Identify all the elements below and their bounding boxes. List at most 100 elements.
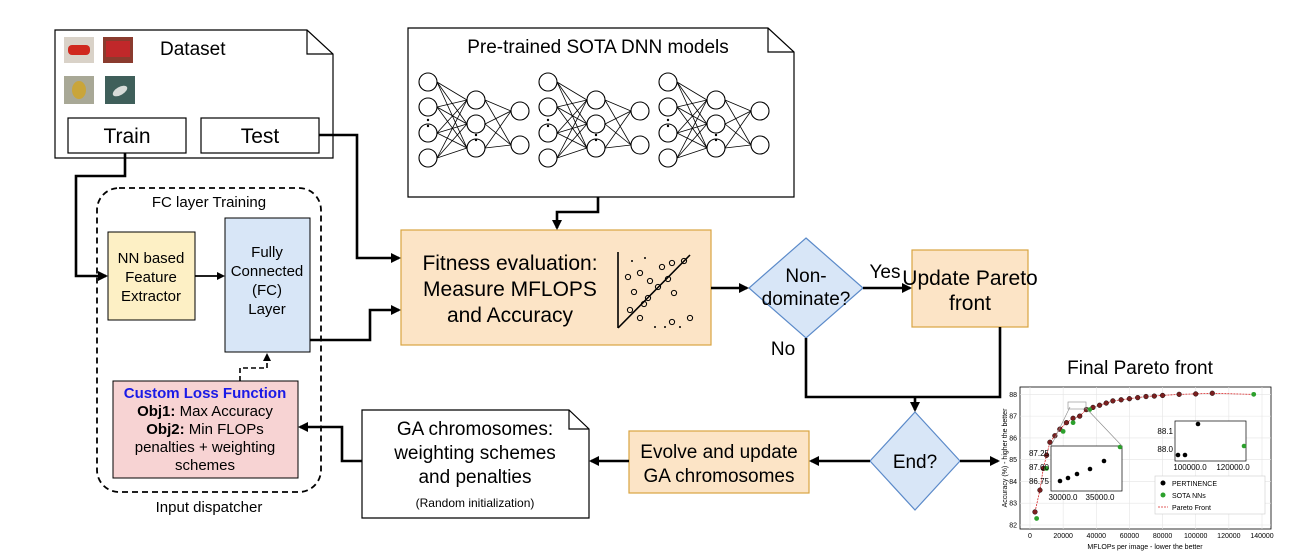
inset1-point (1074, 471, 1080, 477)
xtick-label: 20000 (1053, 533, 1073, 540)
pretrained-title: Pre-trained SOTA DNN models (467, 37, 729, 58)
loss-obj2-text: Min FLOPs (185, 421, 264, 438)
scatter-dot (626, 306, 634, 314)
sota-point (1044, 465, 1049, 471)
inset1-point (1065, 475, 1071, 481)
inset2-point (1175, 452, 1181, 458)
scatter-dot (624, 273, 632, 281)
nn-diagram-3 (658, 72, 770, 168)
decision1-line-1: Non- (785, 266, 826, 287)
pretrained-models-box: Pre-trained SOTA DNN models (407, 27, 795, 198)
inset1-sota-point (1117, 444, 1123, 450)
pertinence-point (1047, 439, 1053, 445)
fc-line-1: Fully (251, 244, 283, 261)
scatter-dot (630, 288, 638, 296)
decision1-line-2: dominate? (762, 289, 851, 310)
evolve-box: Evolve and update GA chromosomes (628, 430, 810, 494)
extractor-line-1: NN based (118, 250, 185, 267)
loss-obj2: Obj2: Min FLOPs (146, 421, 264, 438)
plot-xlabel: MFLOPs per image - lower the better (1087, 544, 1203, 551)
legend-pareto: Pareto Front (1172, 505, 1211, 512)
yes-label: Yes (870, 262, 901, 283)
ytick-label: 87 (1009, 414, 1017, 421)
loss-obj1: Obj1: Max Accuracy (137, 403, 273, 420)
scatter-dot (668, 318, 676, 326)
extractor-line-2: Feature (125, 269, 177, 286)
xtick-label: 60000 (1120, 533, 1140, 540)
scatter-dot (644, 294, 652, 302)
sota-point (1060, 428, 1066, 434)
inset2-xtick-2: 120000.0 (1216, 463, 1250, 472)
pertinence-point (1118, 397, 1124, 403)
scatter-dot (664, 275, 672, 283)
fitness-line-3: and Accuracy (447, 304, 574, 327)
update-line-1: Update Pareto (902, 267, 1037, 290)
custom-loss-box (112, 380, 299, 479)
inset2-xtick-1: 100000.0 (1173, 463, 1207, 472)
ga-line-2: weighting schemes (393, 443, 556, 464)
loss-line-4: schemes (175, 457, 235, 474)
inset1-point (1057, 478, 1063, 484)
ga-chromosomes-box: GA chromosomes: weighting schemes and pe… (361, 409, 590, 519)
ytick-label: 88 (1009, 392, 1017, 399)
evolve-line-2: GA chromosomes (644, 466, 795, 487)
ga-line-1: GA chromosomes: (397, 419, 553, 440)
pareto-title: Final Pareto front (1067, 358, 1213, 379)
ga-line-3: and penalties (418, 467, 531, 488)
loss-obj1-text: Max Accuracy (175, 403, 273, 420)
pertinence-point (1103, 400, 1109, 406)
inset2-sota-point (1241, 443, 1247, 449)
scatter-dot (680, 257, 688, 265)
scatter-dot (646, 277, 654, 285)
feature-extractor-box (107, 231, 196, 321)
legend-sota: SOTA NNs (1172, 493, 1206, 500)
inset2-point (1195, 421, 1201, 427)
scatter-dot (658, 263, 666, 271)
fc-layer-box (224, 217, 311, 353)
sota-point (1251, 391, 1257, 397)
inset1-ytick-3: 86.75 (1029, 477, 1050, 486)
ytick-label: 82 (1009, 523, 1017, 530)
xtick-label: 80000 (1153, 533, 1173, 540)
fc-line-3: (FC) (252, 282, 282, 299)
xtick-label: 120000 (1217, 533, 1240, 540)
scatter-dot (640, 300, 648, 308)
loss-line-3: penalties + weighting (135, 439, 276, 456)
pertinence-point (1096, 402, 1103, 408)
plot-legend: PERTINENCE SOTA NNs Pareto Front (1154, 475, 1266, 515)
ytick-label: 84 (1009, 479, 1017, 486)
nn-diagrams (418, 72, 770, 168)
input-dispatcher-label: Input dispatcher (156, 499, 263, 516)
scatter-dot (686, 314, 694, 322)
scatter-dot (668, 259, 676, 267)
pertinence-point (1070, 415, 1076, 421)
ytick-label: 86 (1009, 435, 1017, 442)
inset1-point (1087, 466, 1093, 472)
fc-line-2: Connected (231, 263, 304, 280)
dataset-box: Dataset Train Test (54, 29, 334, 159)
train-box (67, 117, 187, 154)
inset2-ytick-2: 88.0 (1157, 445, 1173, 454)
legend-pertinence: PERTINENCE (1172, 481, 1217, 488)
fc-training-title: FC layer Training (152, 194, 266, 211)
extractor-line-3: Extractor (121, 288, 181, 305)
fitness-line-2: Measure MFLOPS (423, 278, 597, 301)
pertinence-point (1159, 392, 1166, 399)
nn-diagram-1 (418, 72, 530, 168)
pertinence-point (1043, 452, 1050, 458)
fitness-line-1: Fitness evaluation: (422, 252, 597, 275)
plot-series (1032, 390, 1257, 521)
dataset-title: Dataset (160, 39, 226, 60)
pertinence-point (1037, 487, 1043, 493)
pertinence-point (1143, 393, 1149, 400)
fitness-box: Fitness evaluation: Measure MFLOPS and A… (400, 229, 712, 346)
inset-1: 87.25 87.00 86.75 30000.0 35000.0 (1029, 444, 1123, 502)
pertinence-point (1077, 413, 1083, 419)
pertinence-point (1176, 391, 1182, 397)
inset1-point (1101, 458, 1107, 464)
no-label: No (771, 339, 795, 360)
